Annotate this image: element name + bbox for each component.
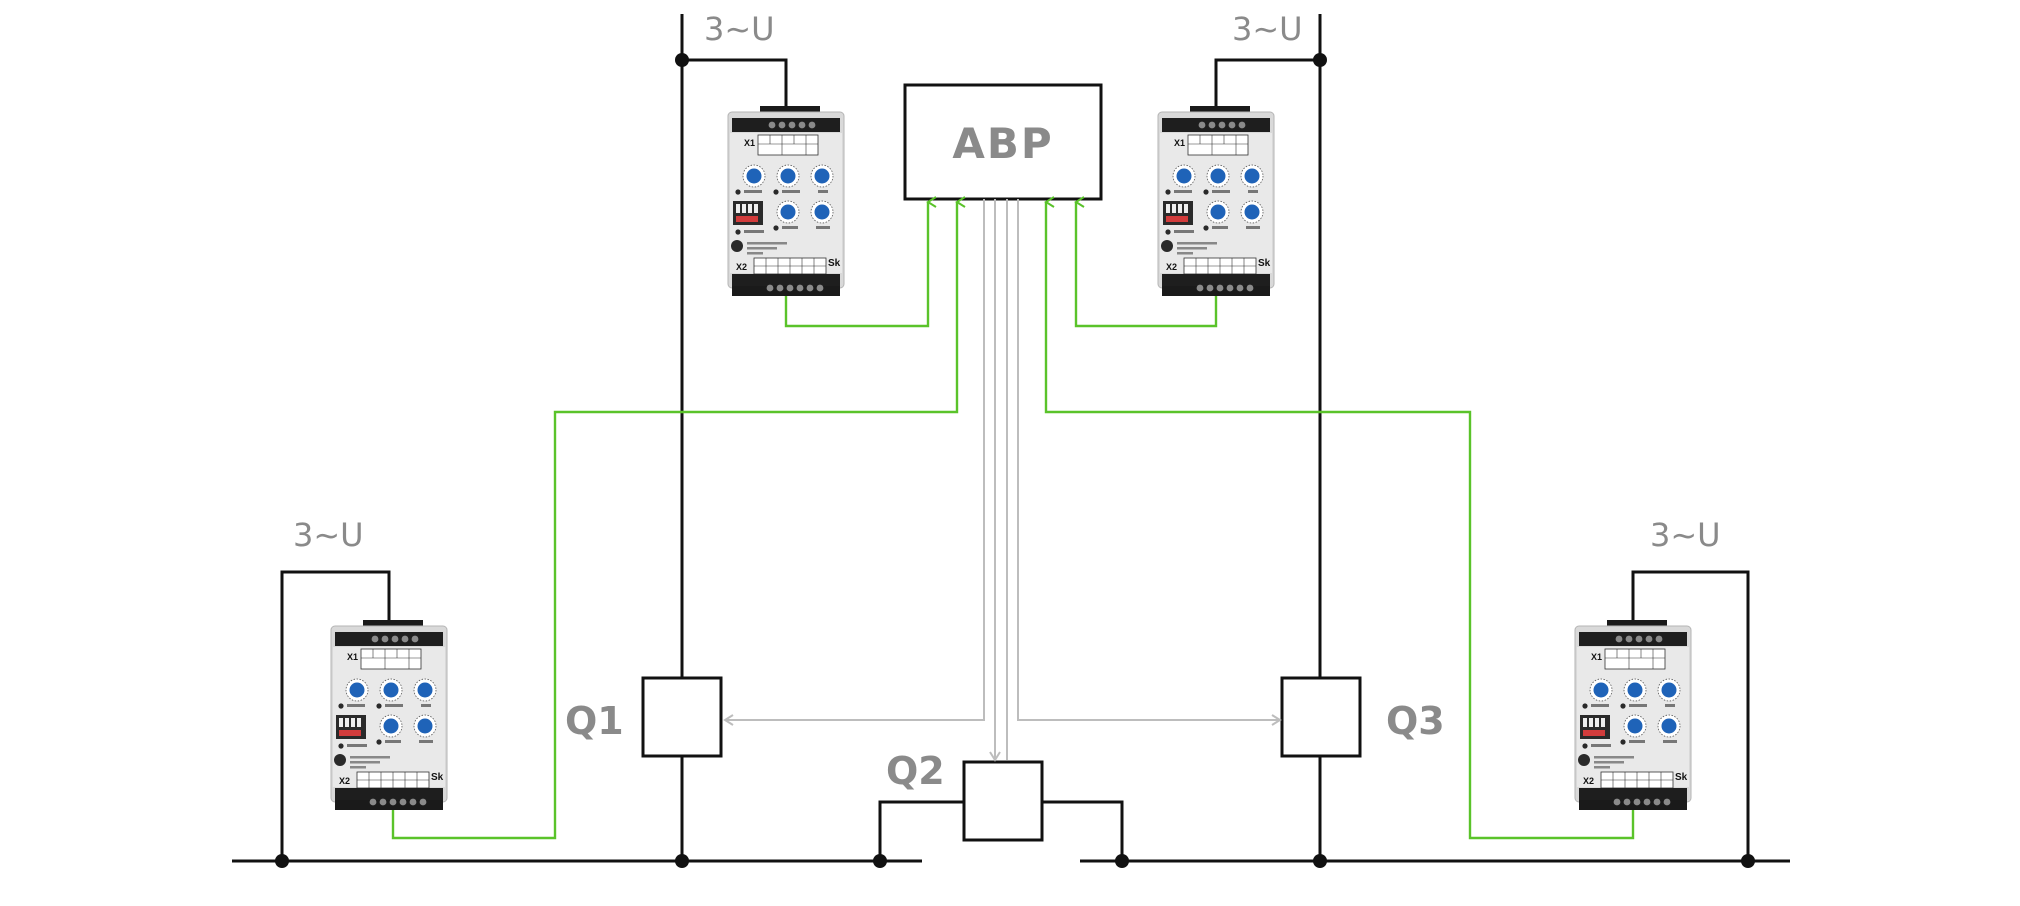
control-lines	[723, 199, 1282, 762]
breaker-q1: Q1	[565, 676, 723, 758]
relay-x1-label: X1	[1174, 138, 1185, 148]
breaker-q3-label: Q3	[1386, 699, 1445, 743]
relay-brand: Sk	[1675, 772, 1688, 783]
relay-brand: Sk	[431, 772, 444, 783]
breaker-q1-label: Q1	[565, 699, 624, 743]
relay-x2-label: X2	[1583, 776, 1594, 786]
supply-label-top-left: 3~U	[704, 10, 775, 48]
relay-x2-label: X2	[1166, 262, 1177, 272]
junctions	[275, 53, 1755, 868]
relay-x1-label: X1	[347, 652, 358, 662]
relay-x1-label: X1	[1591, 652, 1602, 662]
relay-bottom-right: X1 X2 Sk	[1574, 619, 1692, 811]
power-wiring	[280, 14, 1750, 861]
supply-label-top-right: 3~U	[1232, 10, 1303, 48]
relay-x2-label: X2	[736, 262, 747, 272]
supply-label-bottom-left: 3~U	[293, 516, 364, 554]
relay-bottom-left: X1 X2 Sk	[330, 619, 448, 811]
relay-top-right: X1 X2 Sk	[1157, 105, 1275, 297]
relay-x2-label: X2	[339, 776, 350, 786]
relay-top-left: X1 X2 Sk	[727, 105, 845, 297]
relay-x1-label: X1	[744, 138, 755, 148]
controller-label: ABP	[952, 119, 1053, 168]
controller-abp: ABP	[903, 83, 1103, 201]
breaker-q2-label: Q2	[886, 749, 945, 793]
relay-brand: Sk	[1258, 258, 1271, 269]
signal-lines	[391, 196, 1635, 840]
supply-label-bottom-right: 3~U	[1650, 516, 1721, 554]
breaker-q2: Q2	[886, 749, 1044, 842]
relay-brand: Sk	[828, 258, 841, 269]
breaker-q3: Q3	[1280, 676, 1445, 758]
